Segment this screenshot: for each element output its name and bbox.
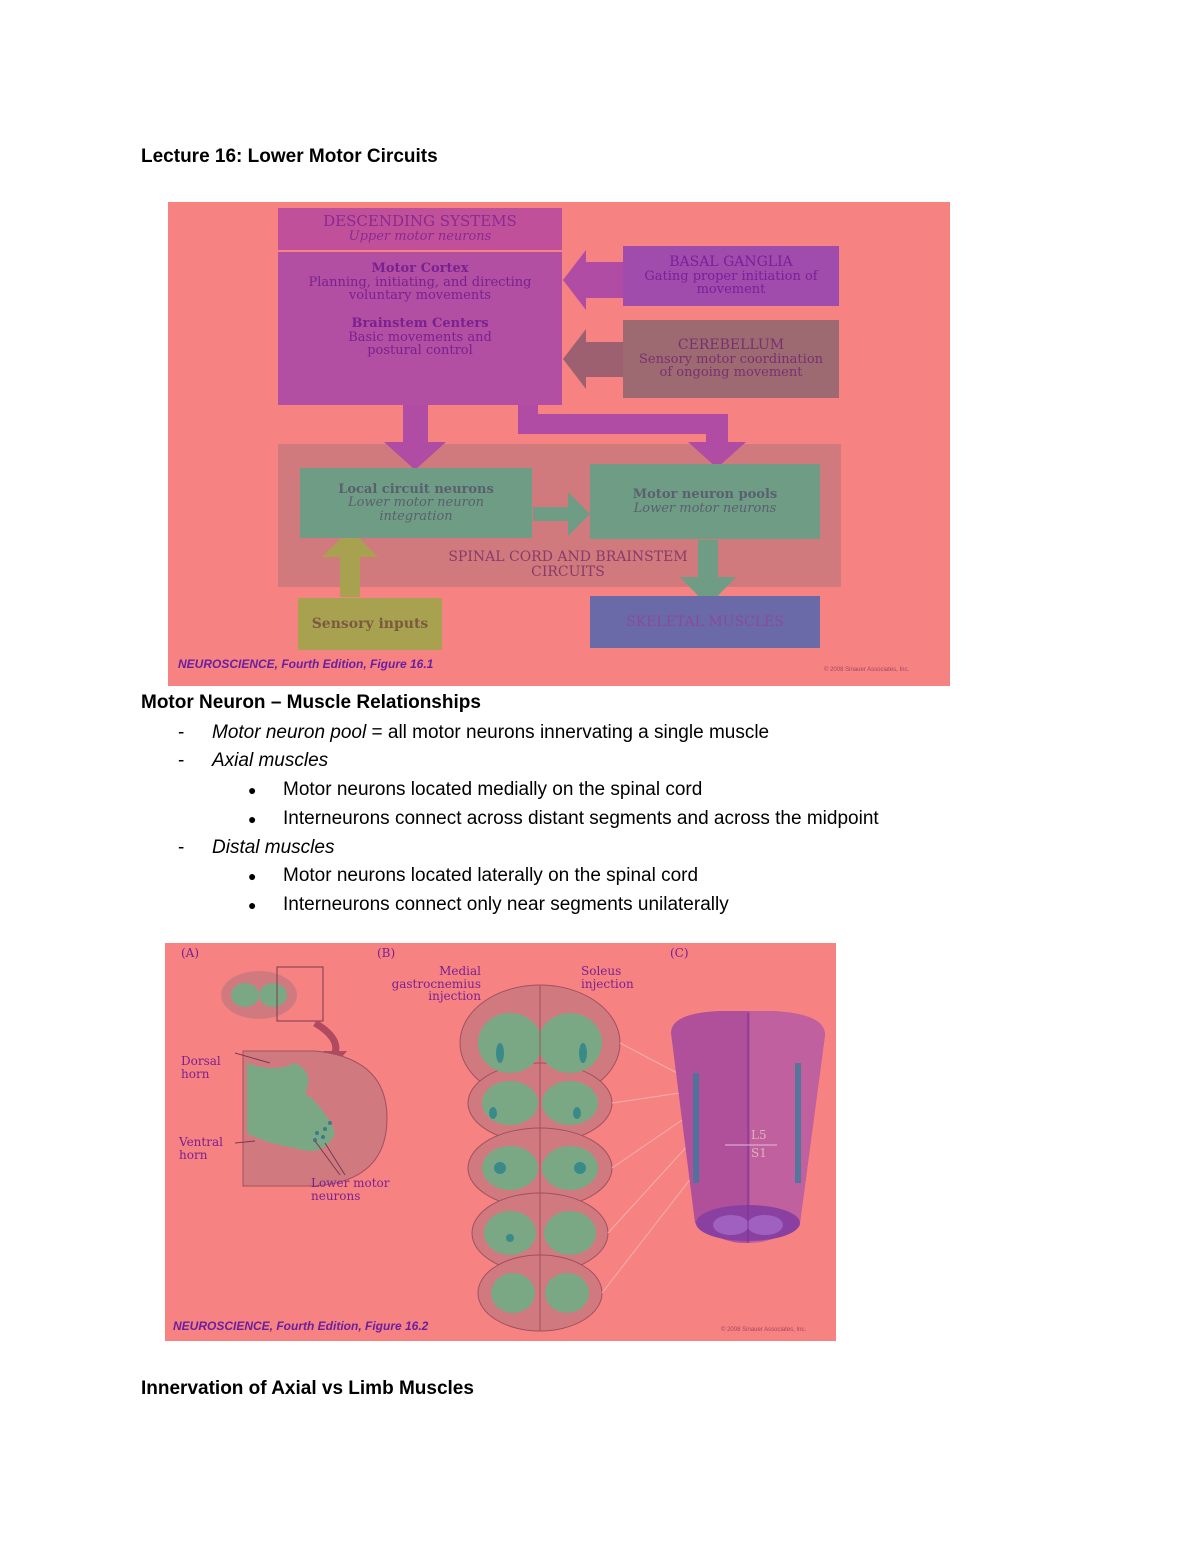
panel-a-label: (A) (181, 946, 200, 960)
figure1-caption: NEUROSCIENCE, Fourth Edition, Figure 16.… (178, 657, 434, 671)
small-grey-left (231, 983, 259, 1007)
basal-ganglia-desc: Gating proper initiation of movement (644, 268, 818, 298)
basal-ganglia-box: BASAL GANGLIA Gating proper initiation o… (623, 246, 839, 306)
cord-segments (459, 984, 621, 1332)
term-distal-muscles: Distal muscles (212, 837, 335, 858)
s1-label: S1 (751, 1146, 767, 1160)
l5-label: L5 (751, 1128, 767, 1142)
small-grey-right (259, 983, 287, 1007)
descending-subtitle: Upper motor neurons (348, 229, 492, 245)
down-arrow-right (518, 402, 746, 468)
descending-title: DESCENDING SYSTEMS (323, 212, 517, 231)
injection-labels-dots (489, 1043, 587, 1242)
motor-cortex-desc: Planning, initiating, and directing volu… (308, 274, 532, 304)
figure1-copyright: © 2008 Sinauer Associates, Inc. (824, 667, 910, 673)
figure-motor-neuron-pools: (A) (B) (C) Dorsal horn Ventral horn Low… (165, 943, 836, 1341)
basal-ganglia-title: BASAL GANGLIA (669, 254, 793, 271)
dash-marker: - (178, 750, 185, 771)
dorsal-horn-label: Dorsal horn (181, 1054, 221, 1081)
brainstem-desc: Basic movements and postural control (348, 329, 492, 359)
zoom-box (276, 966, 324, 1022)
motor-pool-column (693, 1063, 801, 1183)
brainstem-title: Brainstem Centers (351, 315, 489, 331)
axial-bullet-1: Motor neurons located medially on the sp… (283, 779, 703, 800)
spinal-cord-label: SPINAL CORD AND BRAINSTEM CIRCUITS (448, 549, 688, 580)
descending-systems-box: DESCENDING SYSTEMS Upper motor neurons (278, 208, 562, 250)
list-item-motor-neuron-pool: Motor neuron pool = all motor neurons in… (212, 722, 769, 744)
figure-descending-systems: DESCENDING SYSTEMS Upper motor neurons M… (168, 202, 950, 686)
motor-pools-desc: Lower motor neurons (633, 500, 777, 516)
list-item-distal-muscles: Distal muscles (212, 837, 334, 859)
sensory-up-arrow (322, 529, 378, 597)
large-grey-matter (247, 1063, 335, 1151)
term-axial-muscles: Axial muscles (212, 750, 329, 771)
down-arrow-left (384, 402, 446, 470)
zoom-arrow (313, 1019, 340, 1055)
figure2-caption: NEUROSCIENCE, Fourth Edition, Figure 16.… (173, 1319, 429, 1333)
section-heading-innervation: Innervation of Axial vs Limb Muscles (141, 1378, 474, 1399)
panel-b-label: (B) (377, 946, 396, 960)
soleus-label: Soleus injection (581, 964, 634, 991)
skeletal-muscles-box: SKELETAL MUSCLES (590, 596, 820, 648)
sensory-inputs-box: Sensory inputs (298, 598, 442, 650)
bullet-marker: ● (248, 868, 257, 884)
motor-cortex-box: Motor Cortex Planning, initiating, and d… (278, 252, 562, 405)
list-item-axial-muscles: Axial muscles (212, 750, 328, 772)
bullet-marker: ● (248, 811, 257, 827)
lower-motor-dots (313, 1121, 332, 1142)
local-circuit-desc: Lower motor neuron integration (347, 495, 485, 524)
local-circuit-title: Local circuit neurons (338, 481, 494, 497)
distal-bullet-1: Motor neurons located laterally on the s… (283, 865, 699, 886)
motor-pools-title: Motor neuron pools (632, 486, 778, 502)
figure2-copyright: © 2008 Sinauer Associates, Inc. (721, 1327, 807, 1333)
connector-lines (601, 1042, 696, 1294)
distal-bullet-2: Interneurons connect only near segments … (283, 894, 729, 915)
page-title: Lecture 16: Lower Motor Circuits (141, 146, 438, 167)
bullet-marker: ● (248, 782, 257, 798)
term-motor-neuron-pool: Motor neuron pool (212, 722, 367, 743)
bullet-marker: ● (248, 897, 257, 913)
basal-arrow-shaft (563, 250, 623, 310)
cerebellum-box: CEREBELLUM Sensory motor coordination of… (623, 320, 839, 398)
cerebellum-title: CEREBELLUM (677, 337, 785, 354)
dash-marker: - (178, 837, 185, 858)
local-to-pools-arrow (533, 492, 590, 536)
lower-motor-label: Lower motor neurons (311, 1176, 390, 1203)
motor-cortex-title: Motor Cortex (371, 261, 469, 276)
motor-pools-box: Motor neuron pools Lower motor neurons (590, 464, 820, 539)
cord-3d-right (750, 1011, 825, 1243)
pools-to-skeletal-arrow (680, 540, 736, 606)
local-circuit-box: Local circuit neurons Lower motor neuron… (300, 468, 532, 538)
dash-marker: - (178, 722, 185, 743)
axial-bullet-2: Interneurons connect across distant segm… (283, 808, 879, 829)
cerebellum-arrow (563, 329, 623, 389)
cerebellum-desc: Sensory motor coordination of ongoing mo… (638, 351, 824, 381)
medial-gastro-label: Medial gastrocnemius injection (391, 964, 481, 1004)
def-motor-neuron-pool: = all motor neurons innervating a single… (366, 722, 770, 743)
panel-c-label: (C) (670, 946, 689, 960)
section-heading-motor-neuron: Motor Neuron – Muscle Relationships (141, 692, 481, 713)
figure2-illustration (221, 966, 825, 1332)
ventral-horn-label: Ventral horn (179, 1135, 223, 1162)
